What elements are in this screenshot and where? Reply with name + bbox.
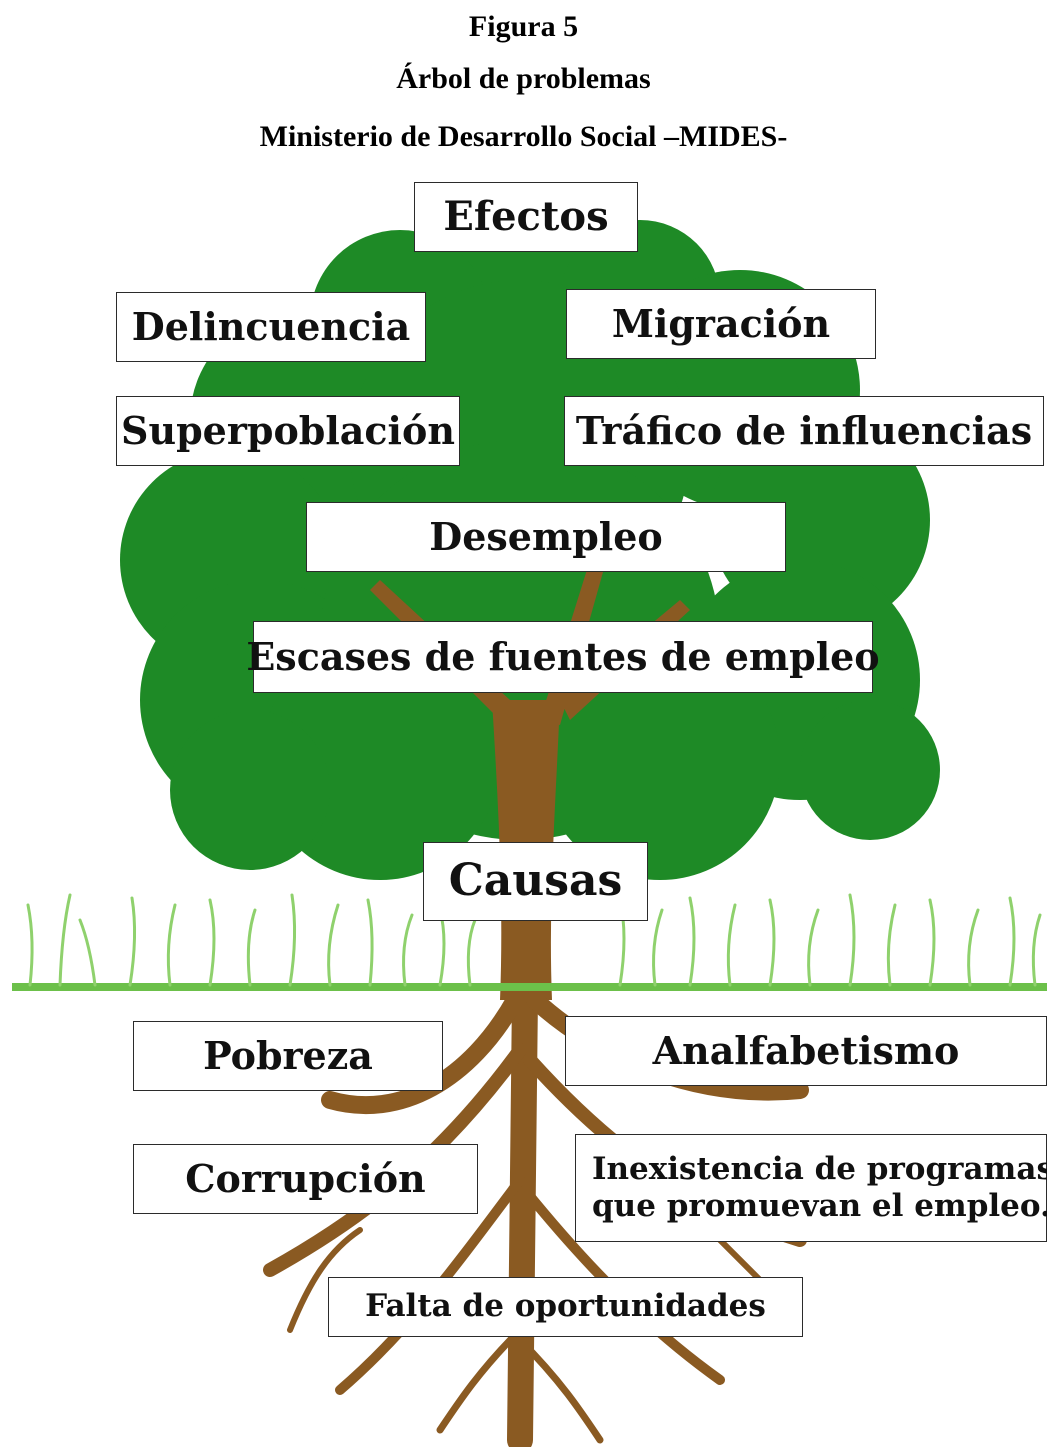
effect-label: Delincuencia xyxy=(131,304,411,350)
effect-box-migracion: Migración xyxy=(566,289,876,359)
effect-box-desempleo: Desempleo xyxy=(306,502,786,572)
effect-box-superpoblacion: Superpoblación xyxy=(116,396,460,466)
cause-box-pobreza: Pobreza xyxy=(133,1021,443,1091)
central-problem-label: Escases de fuentes de empleo xyxy=(246,634,880,680)
cause-label: Pobreza xyxy=(203,1033,373,1079)
effect-box-trafico-de-influencias: Tráfico de influencias xyxy=(564,396,1044,466)
causes-heading: Causas xyxy=(448,855,623,907)
cause-label: Falta de oportunidades xyxy=(365,1288,766,1325)
cause-label: Corrupción xyxy=(185,1156,426,1202)
effect-label: Superpoblación xyxy=(121,408,455,454)
cause-box-falta-de-oportunidades: Falta de oportunidades xyxy=(328,1277,803,1337)
effect-label: Desempleo xyxy=(429,514,663,560)
central-problem-box: Escases de fuentes de empleo xyxy=(246,621,880,693)
cause-label-line-2: que promuevan el empleo. xyxy=(592,1188,1047,1224)
cause-box-inexistencia-de-programas: Inexistencia de programas que promuevan … xyxy=(575,1134,1047,1242)
cause-label-line-1: Inexistencia de programas xyxy=(592,1150,1047,1187)
effects-heading-box: Efectos xyxy=(414,182,638,252)
figure-title: Árbol de problemas xyxy=(396,62,651,95)
effect-box-delincuencia: Delincuencia xyxy=(116,292,426,362)
figure-number: Figura 5 xyxy=(468,10,579,43)
effects-heading: Efectos xyxy=(443,193,609,240)
effect-label: Tráfico de influencias xyxy=(575,408,1033,454)
figure-subtitle: Ministerio de Desarrollo Social –MIDES- xyxy=(259,120,788,153)
cause-label: Analfabetismo xyxy=(652,1028,960,1074)
effect-label: Migración xyxy=(611,301,831,347)
grass-line xyxy=(12,893,1047,991)
causes-heading-box: Causas xyxy=(423,842,648,921)
cause-box-corrupcion: Corrupción xyxy=(133,1144,478,1214)
cause-box-analfabetismo: Analfabetismo xyxy=(565,1016,1047,1086)
